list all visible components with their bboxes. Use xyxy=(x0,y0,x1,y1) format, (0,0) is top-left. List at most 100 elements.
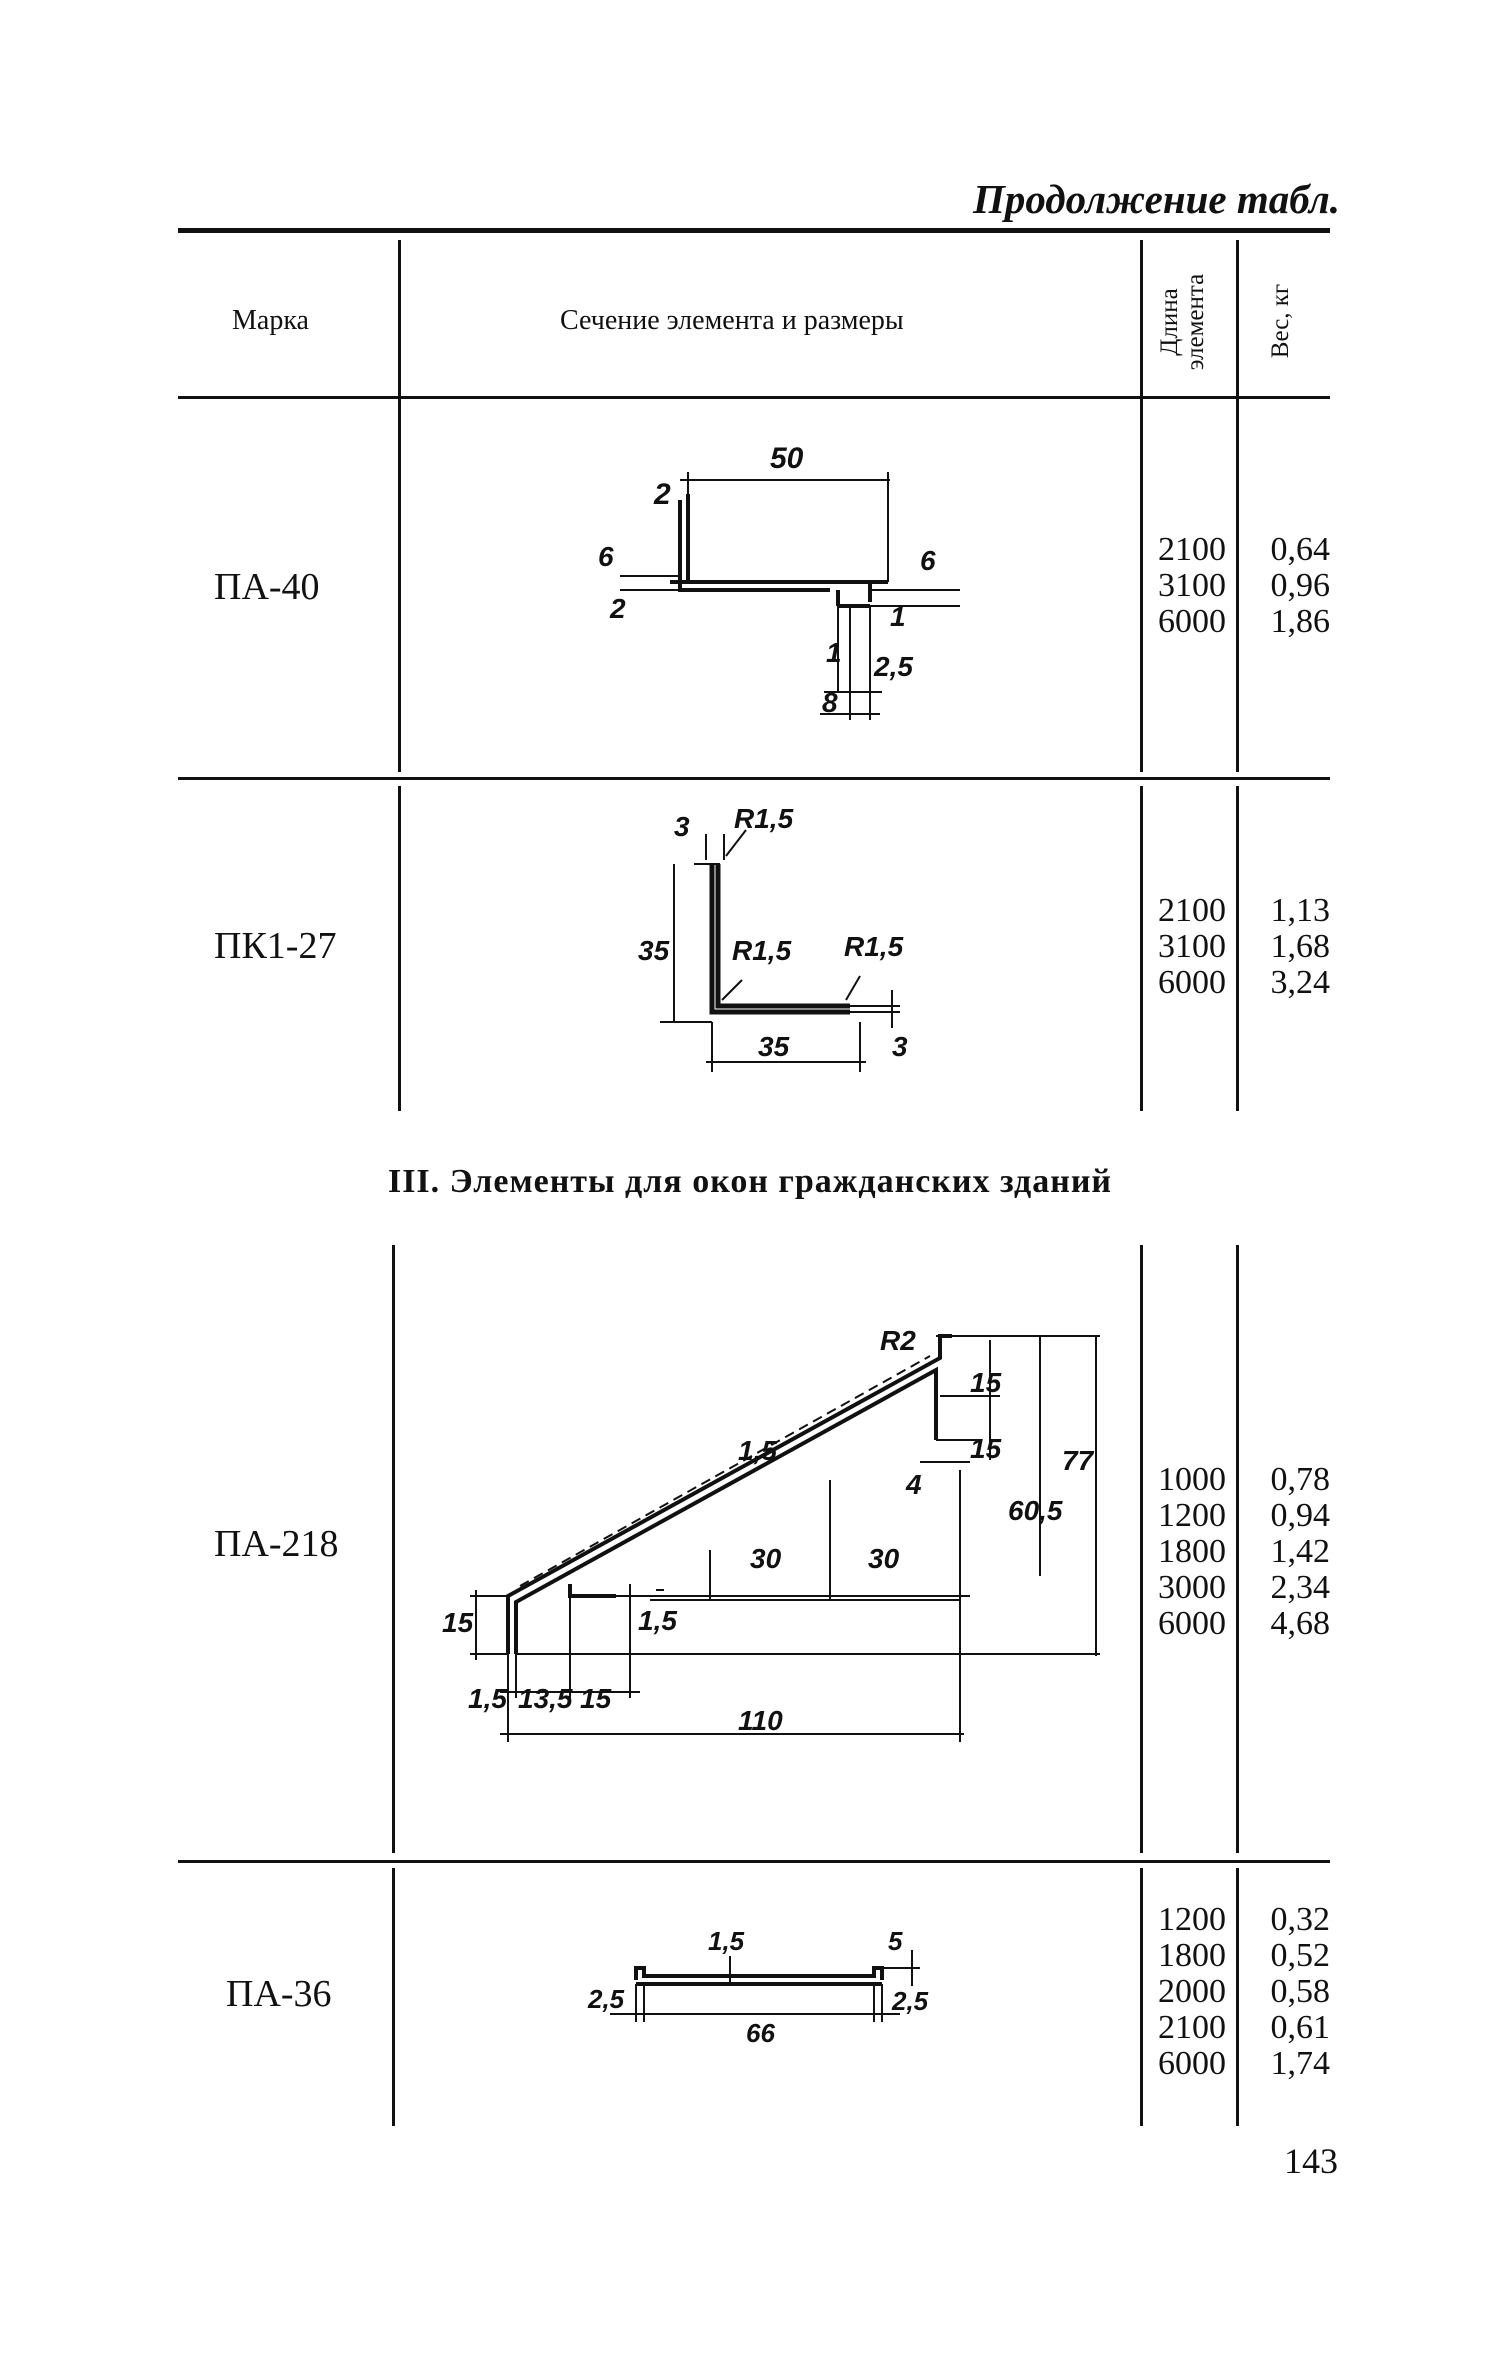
dim-label: R1,5 xyxy=(844,931,904,962)
header-length: Длина элемента xyxy=(1156,253,1217,391)
dim-label: 15 xyxy=(442,1607,474,1638)
dim-label: 15 xyxy=(970,1433,1002,1464)
table-continuation-caption: Продолжение табл. xyxy=(972,176,1340,222)
header-length-line2: элемента xyxy=(1182,273,1209,371)
dimension-labels: 3 R1,5 35 R1,5 R1,5 35 3 xyxy=(638,803,908,1062)
length-value: 2100 xyxy=(1158,892,1226,929)
dim-label: 1 xyxy=(826,637,842,668)
weight-value: 0,64 xyxy=(1270,531,1331,568)
length-value: 6000 xyxy=(1158,2045,1226,2082)
dim-label: R2 xyxy=(880,1325,916,1356)
length-value: 2100 xyxy=(1158,2009,1226,2046)
dim-label: 35 xyxy=(758,1031,790,1062)
length-value: 2000 xyxy=(1158,1973,1226,2010)
row-mark: ПК1-27 xyxy=(214,925,337,967)
column-divider xyxy=(392,1245,395,1853)
length-value: 6000 xyxy=(1158,964,1226,1001)
dim-label: 1,5 xyxy=(468,1683,507,1714)
dim-label: 6 xyxy=(598,541,614,572)
weight-value: 4,68 xyxy=(1270,1605,1331,1642)
section-drawing-pa218: R2 15 1,5 15 4 60,5 77 30 30 15 1,5 1,5 … xyxy=(442,1325,1100,1742)
weight-value: 0,52 xyxy=(1270,1937,1331,1974)
dim-label: 50 xyxy=(770,442,804,475)
dimension-labels: 1,5 5 2,5 66 2,5 xyxy=(587,1926,929,2048)
dim-label: 2,5 xyxy=(873,651,913,682)
length-value: 6000 xyxy=(1158,1605,1226,1642)
column-divider xyxy=(392,1868,395,2126)
length-value: 3000 xyxy=(1158,1569,1226,1606)
dim-label: 6 xyxy=(920,545,936,576)
page-number: 143 xyxy=(1284,2141,1338,2181)
length-value: 1800 xyxy=(1158,1937,1226,1974)
dim-label: 1,5 xyxy=(708,1926,745,1956)
weight-value: 1,68 xyxy=(1270,928,1331,965)
header-mark: Марка xyxy=(232,305,309,336)
dim-label: 35 xyxy=(638,935,670,966)
weight-values: 1,13 1,68 3,24 xyxy=(1236,892,1331,1001)
table2-top-rule xyxy=(178,1860,1330,1863)
column-divider xyxy=(1236,1245,1239,1853)
dim-label: R1,5 xyxy=(732,935,792,966)
length-value: 2100 xyxy=(1158,531,1226,568)
table-top-rule xyxy=(178,228,1330,233)
dim-label: 15 xyxy=(970,1367,1002,1398)
dim-label: 2,5 xyxy=(587,1984,625,2014)
dim-label: 110 xyxy=(738,1705,783,1736)
weight-values: 0,32 0,52 0,58 0,61 1,74 xyxy=(1236,1901,1331,2082)
weight-values: 0,64 0,96 1,86 xyxy=(1236,531,1331,640)
dim-label: 2,5 xyxy=(891,1986,929,2016)
weight-value: 0,78 xyxy=(1270,1461,1331,1498)
row-mark: ПА-40 xyxy=(214,566,320,608)
length-values: 2100 3100 6000 xyxy=(1140,532,1226,640)
length-value: 1200 xyxy=(1158,1497,1226,1534)
header-bottom-rule xyxy=(178,396,1330,399)
column-divider xyxy=(398,240,401,772)
length-values: 1000 1200 1800 3000 6000 xyxy=(1140,1462,1226,1642)
weight-value: 1,13 xyxy=(1270,892,1331,929)
row-mark: ПА-36 xyxy=(226,1973,332,2015)
row-mark: ПА-218 xyxy=(214,1523,339,1565)
column-divider xyxy=(1140,786,1143,1111)
weight-value: 0,61 xyxy=(1270,2009,1331,2046)
length-value: 6000 xyxy=(1158,603,1226,640)
dim-label: 5 xyxy=(888,1926,903,1956)
column-divider xyxy=(1140,1868,1143,2126)
column-divider xyxy=(1140,240,1143,772)
row-divider xyxy=(178,777,1330,780)
section-drawing-pa36: 1,5 5 2,5 66 2,5 xyxy=(587,1926,929,2048)
weight-value: 0,94 xyxy=(1270,1497,1331,1534)
dim-label: 1 xyxy=(890,601,906,632)
length-value: 3100 xyxy=(1158,928,1226,965)
dim-label: 4 xyxy=(905,1469,922,1500)
column-divider xyxy=(1236,1868,1239,2126)
column-divider xyxy=(398,786,401,1111)
length-value: 1800 xyxy=(1158,1533,1226,1570)
length-value: 1000 xyxy=(1158,1461,1226,1498)
section-title: III. Элементы для окон гражданских здани… xyxy=(387,1163,1113,1200)
weight-value: 3,24 xyxy=(1270,964,1331,1001)
weight-value: 0,58 xyxy=(1270,1973,1331,2010)
weight-values: 0,78 0,94 1,42 2,34 4,68 xyxy=(1236,1461,1331,1642)
dim-label: 15 xyxy=(580,1683,612,1714)
dim-label: 3 xyxy=(674,811,690,842)
dim-label: 30 xyxy=(868,1543,900,1574)
column-divider xyxy=(1236,240,1239,772)
dim-label: 2 xyxy=(653,478,671,511)
dim-label: 77 xyxy=(1062,1445,1095,1476)
dim-label: R1,5 xyxy=(734,803,794,834)
header-weight: Вес, кг xyxy=(1267,283,1294,359)
header-length-line1: Длина xyxy=(1156,288,1183,356)
column-divider xyxy=(1236,786,1239,1111)
weight-value: 1,42 xyxy=(1270,1533,1331,1570)
weight-value: 1,86 xyxy=(1270,603,1331,640)
dim-label: 1,5 xyxy=(638,1605,677,1636)
length-values: 1200 1800 2000 2100 6000 xyxy=(1140,1902,1226,2082)
dim-label: 60,5 xyxy=(1008,1495,1063,1526)
dim-label: 1,5 xyxy=(738,1435,777,1466)
dim-label: 3 xyxy=(892,1031,908,1062)
length-values: 2100 3100 6000 xyxy=(1140,893,1226,1001)
dim-label: 8 xyxy=(822,687,838,718)
weight-value: 1,74 xyxy=(1270,2045,1331,2082)
header-section: Сечение элемента и размеры xyxy=(560,305,904,336)
weight-value: 0,32 xyxy=(1270,1901,1331,1938)
